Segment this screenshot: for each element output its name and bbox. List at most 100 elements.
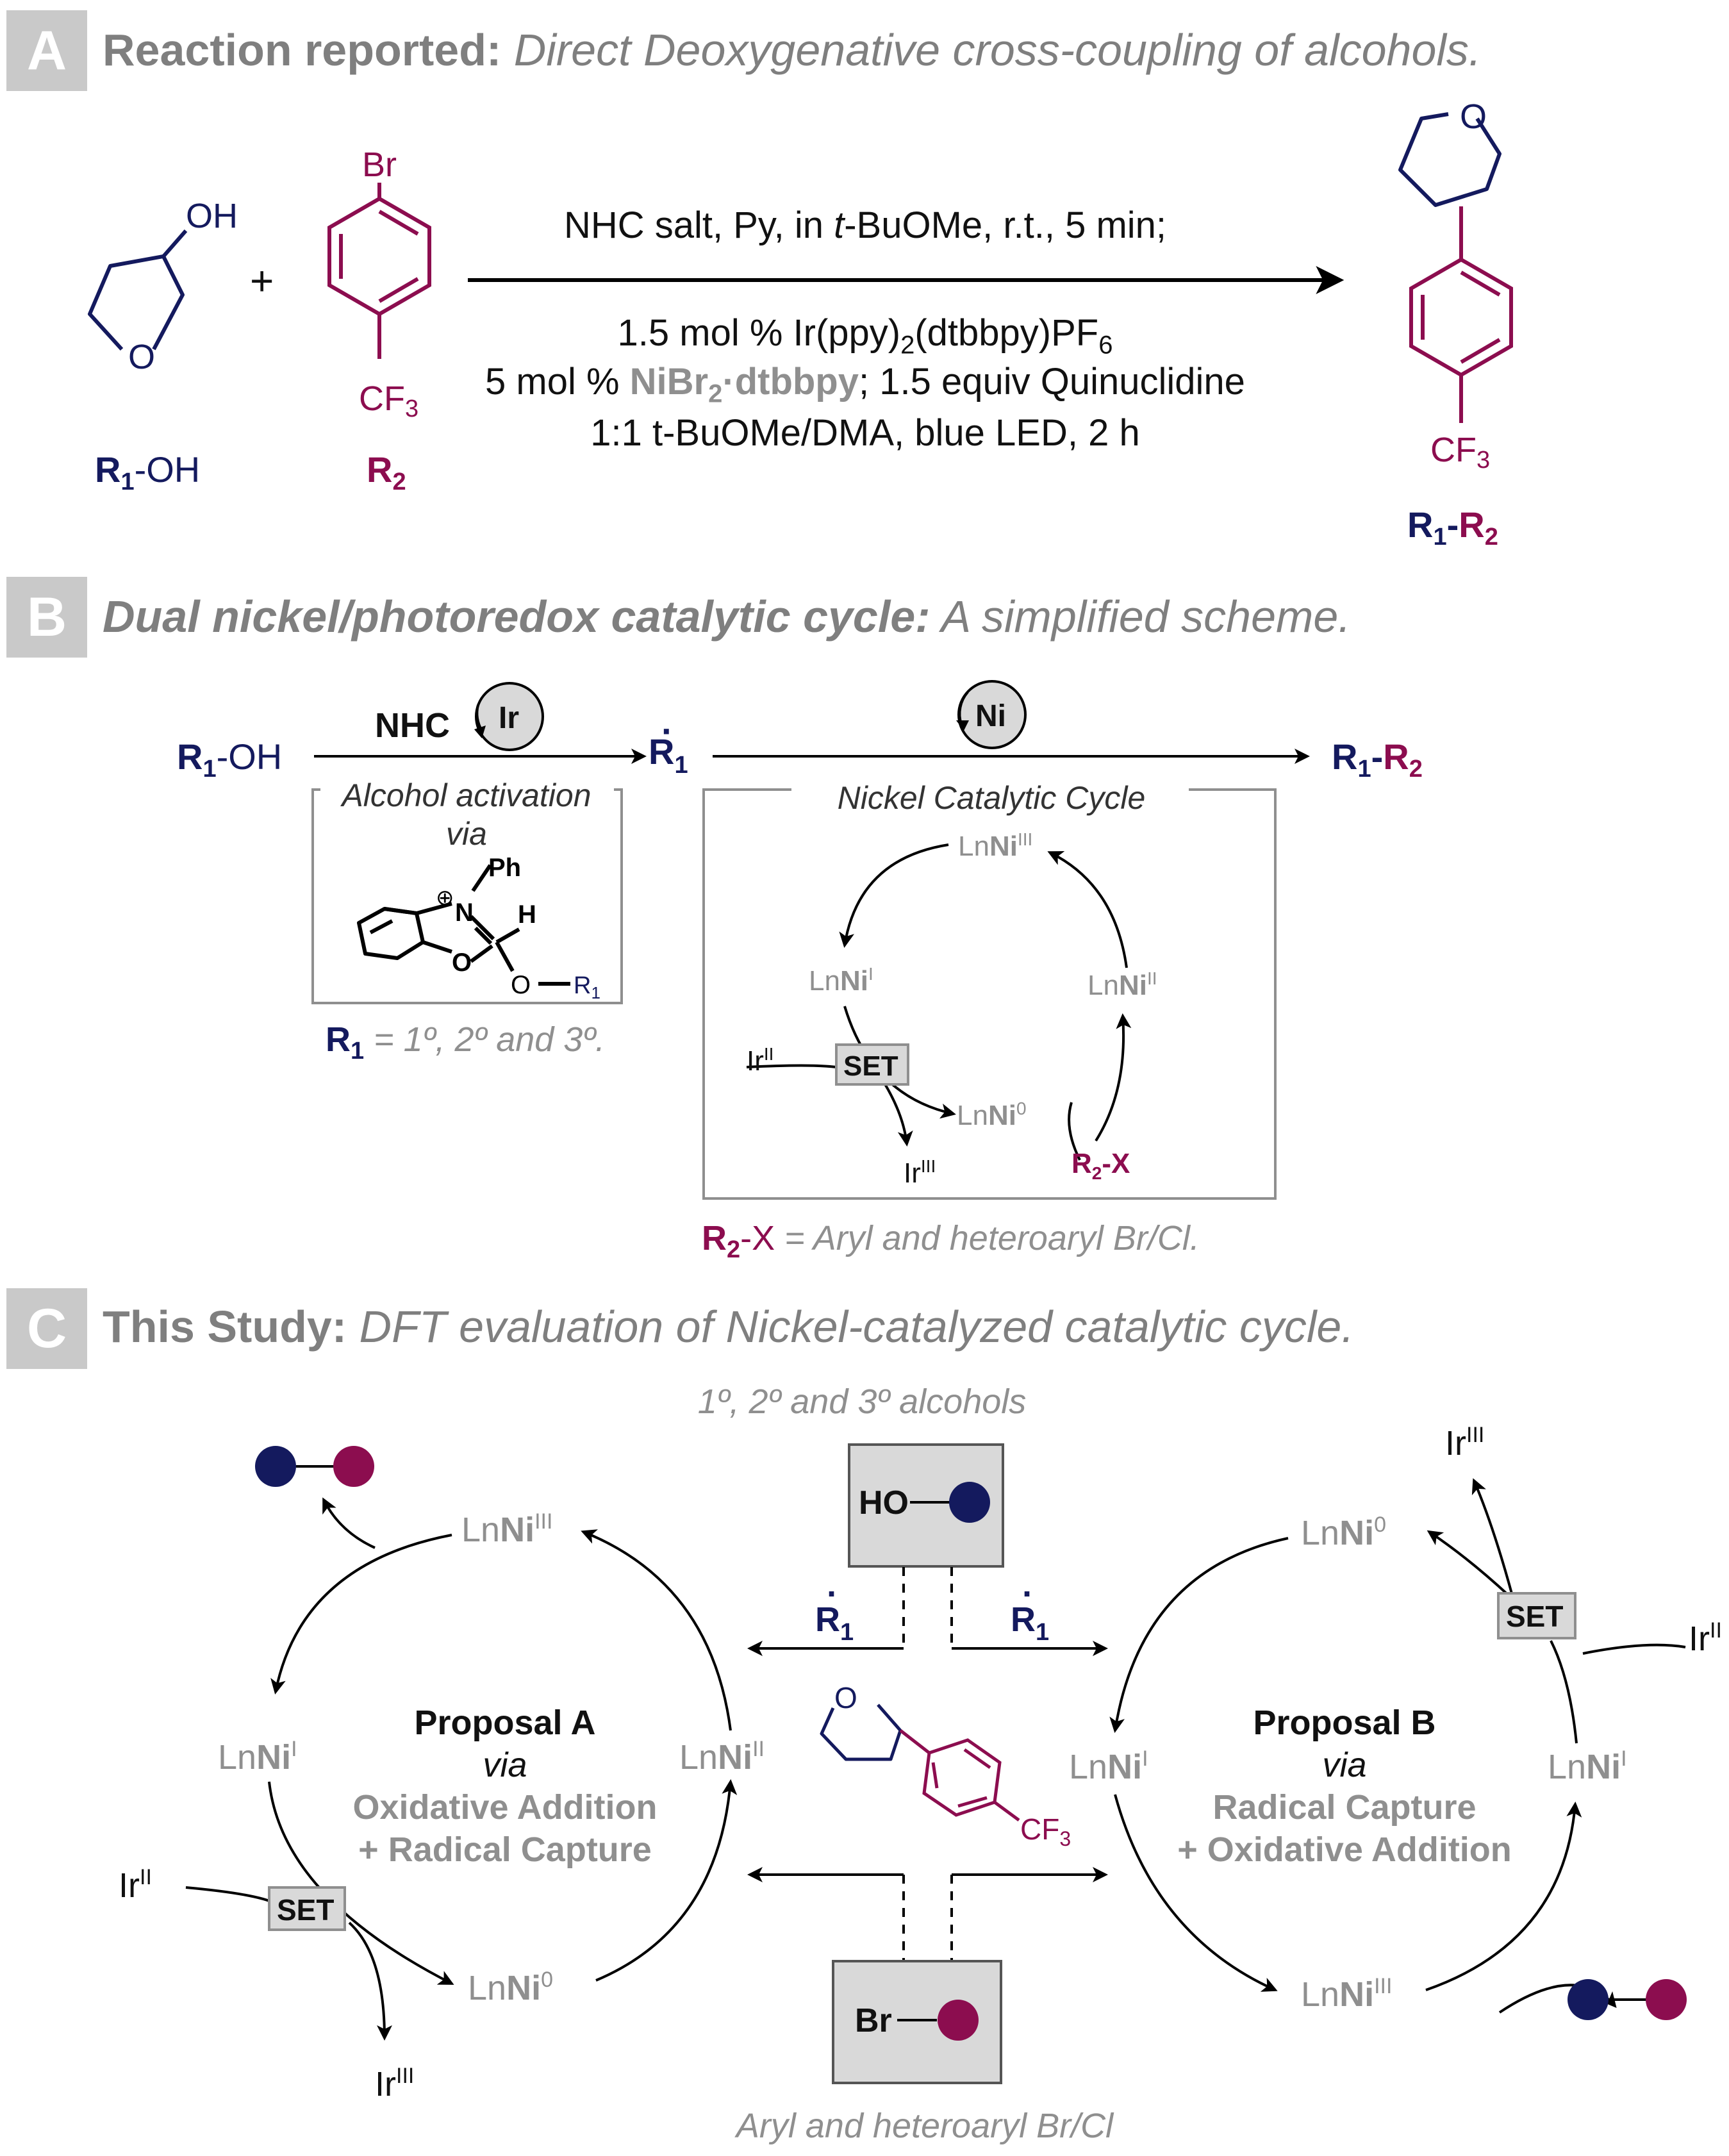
r1-degree-note: R1 = 1º, 2º and 3º. — [326, 1020, 605, 1065]
proposal-b-arrows — [1109, 1478, 1686, 2014]
section-a-title-bold: Reaction reported: — [103, 25, 502, 75]
condition-line-1: NHC salt, Py, in t-BuOMe, r.t., 5 min; — [563, 204, 1167, 246]
nickel-cycle-box — [702, 788, 1277, 1200]
b-r2x: R2-X — [1071, 1148, 1130, 1183]
alcohol-dashes — [902, 1567, 953, 1647]
svg-text:SET: SET — [1506, 1600, 1563, 1633]
section-b-title-italic: A simplified scheme. — [930, 592, 1351, 642]
b2-irII: IrII — [1689, 1618, 1722, 1658]
o1-label: O — [452, 949, 472, 977]
svg-text:Br: Br — [855, 2002, 892, 2039]
b-lnniIII: LnNiIII — [958, 829, 1032, 862]
proposal-b-product-icon — [1568, 1979, 1687, 2020]
b-lnni0: LnNi0 — [957, 1099, 1027, 1131]
benzoxazolium-structure — [357, 864, 570, 986]
aryl-bromide-box: Br — [832, 1960, 1002, 2084]
activation-title: Alcohol activation — [340, 777, 591, 813]
c-product-aryl — [899, 1729, 1020, 1822]
aryl-caption: Aryl and heteroaryl Br/Cl — [734, 2107, 1114, 2145]
r1-oh-label: R1-OH — [95, 449, 200, 495]
c-product-thf — [820, 1704, 902, 1761]
section-a-label: A — [6, 10, 87, 91]
r2-label: R2 — [367, 449, 406, 495]
o2-label: O — [511, 971, 531, 999]
section-c-title: This Study: DFT evaluation of Nickel-cat… — [103, 1301, 1354, 1352]
c-radical-right-dot: · — [1022, 1575, 1034, 1613]
proposal-b-title: Proposal B — [1253, 1704, 1436, 1742]
c-radical-left: R1 — [815, 1600, 854, 1646]
alcohol-activation-box — [311, 788, 623, 1004]
a-lnni0: LnNi0 — [468, 1968, 553, 2007]
b-r1-r2: R1-R2 — [1332, 736, 1423, 783]
b-radical-r1: R1 — [649, 731, 688, 779]
proposal-a-set-box: SET — [268, 1886, 346, 1931]
b-irIII: IrIII — [904, 1156, 936, 1189]
a-ring-o-label: O — [128, 338, 155, 376]
c-product-cf3: CF3 — [1020, 1812, 1071, 1850]
a-lnniI: LnNiI — [218, 1737, 297, 1777]
condition-line-3: 5 mol % NiBr2·dtbbpy; 1.5 equiv Quinucli… — [485, 361, 1245, 408]
alcohols-caption: 1º, 2º and 3º alcohols — [698, 1382, 1027, 1421]
b2-lnniIII: LnNiIII — [1301, 1974, 1392, 2014]
b2-lnniI-left: LnNiI — [1069, 1746, 1148, 1786]
h-label: H — [518, 900, 536, 929]
proposal-b-line2: + Oxidative Addition — [1177, 1830, 1512, 1869]
section-b-title-bold: Dual nickel/photoredox catalytic cycle: — [103, 592, 931, 642]
r1-r2-label-a: R1-R2 — [1407, 504, 1498, 551]
alcohol-box: HO — [848, 1443, 1004, 1568]
a-irII: IrII — [119, 1865, 152, 1905]
proposal-a-line1: Oxidative Addition — [352, 1788, 658, 1827]
alcohol-ball-icon — [949, 1482, 990, 1523]
a-lnniII: LnNiII — [679, 1737, 765, 1777]
b-lnniII: LnNiII — [1088, 968, 1157, 1001]
proposal-b-via: via — [1322, 1746, 1367, 1784]
section-a-title: Reaction reported: Direct Deoxygenative … — [103, 24, 1481, 76]
plus-sign: + — [250, 258, 274, 304]
ni-catalyst-icon: Ni — [956, 680, 1027, 749]
b-set-box: SET — [835, 1043, 909, 1086]
a-irIII: IrIII — [375, 2064, 414, 2103]
section-b-label: B — [6, 577, 87, 658]
product-cf3-label: CF3 — [1430, 431, 1490, 474]
a-oh-label: OH — [186, 197, 238, 235]
svg-text:SET: SET — [277, 1893, 334, 1927]
proposal-a-via: via — [483, 1746, 527, 1784]
n-label: N — [455, 899, 474, 927]
svg-text:Ni: Ni — [975, 699, 1006, 733]
b2-lnni0: LnNi0 — [1301, 1513, 1386, 1552]
product-thf-ring — [1398, 112, 1502, 207]
proposal-a-text: Proposal A via Oxidative Addition + Radi… — [306, 1702, 704, 1871]
a-br-label: Br — [362, 145, 397, 184]
nhc-label: NHC — [375, 706, 450, 745]
product-o-label: O — [1460, 97, 1487, 136]
aryl-dashes — [902, 1875, 953, 1960]
condition-line-4: 1:1 t-BuOMe/DMA, blue LED, 2 h — [590, 412, 1140, 454]
aryl-bromide-structure — [327, 183, 431, 359]
section-a-title-italic: Direct Deoxygenative cross-coupling of a… — [501, 25, 1482, 75]
svg-text:SET: SET — [843, 1050, 898, 1082]
section-c-label: C — [6, 1288, 87, 1369]
svg-text:HO: HO — [859, 1484, 909, 1522]
thf-alcohol-structure — [88, 229, 188, 351]
proposal-b-line1: Radical Capture — [1212, 1788, 1477, 1827]
a-cf3-label: CF3 — [359, 379, 418, 422]
activation-via: via — [446, 816, 487, 852]
struct-r1-label: R1 — [574, 972, 600, 1002]
r2x-note: R2-X = Aryl and heteroaryl Br/Cl. — [702, 1219, 1200, 1263]
b-lnniI: LnNiI — [809, 964, 873, 997]
b-r1-oh: R1-OH — [177, 736, 282, 783]
proposal-a-product-icon — [255, 1446, 374, 1487]
a-lnniIII: LnNiIII — [461, 1509, 552, 1549]
n-plus-label: ⊕ — [436, 886, 454, 910]
proposal-a-title: Proposal A — [414, 1704, 596, 1742]
svg-text:Ir: Ir — [499, 701, 519, 735]
aryl-ball-icon — [938, 2000, 979, 2041]
proposal-a-line2: + Radical Capture — [358, 1830, 652, 1869]
b-irII: IrII — [747, 1044, 774, 1077]
ir-catalyst-icon: Ir — [474, 682, 544, 751]
ph-label: Ph — [488, 854, 521, 882]
product-aryl-ring — [1409, 206, 1513, 423]
section-c-title-bold: This Study: — [103, 1302, 347, 1352]
section-b-title: Dual nickel/photoredox catalytic cycle: … — [103, 591, 1351, 642]
